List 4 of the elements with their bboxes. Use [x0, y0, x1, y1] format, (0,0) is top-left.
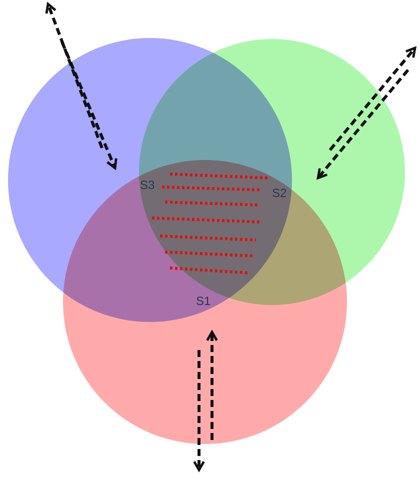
point-label: S3 — [140, 178, 155, 192]
point-label: S1 — [196, 294, 211, 308]
point-label: S2 — [272, 186, 287, 200]
venn-circle — [63, 160, 347, 444]
